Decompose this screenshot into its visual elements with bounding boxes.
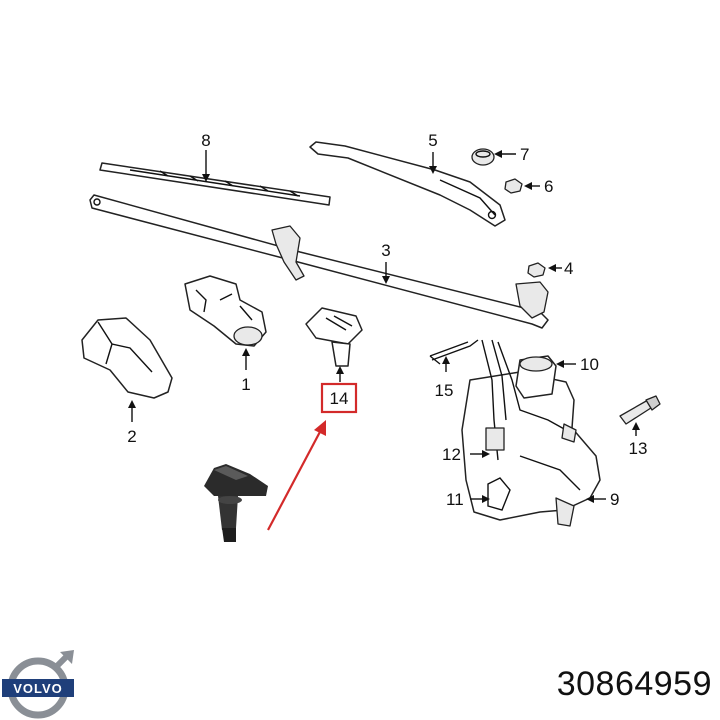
callout-13: 13 (629, 439, 648, 458)
nut-part (527, 262, 546, 278)
callout-5: 5 (428, 131, 437, 150)
arrow-7 (494, 150, 502, 158)
callout-3: 3 (381, 241, 390, 260)
volvo-logo: VOLVO (2, 650, 74, 719)
arrow-8 (202, 174, 210, 182)
washer-reservoir-part (429, 339, 601, 527)
callout-2: 2 (127, 427, 136, 446)
highlight-arrowhead (314, 420, 326, 436)
callout-11: 11 (446, 490, 464, 509)
callout-14: 14 (330, 389, 349, 408)
sensor-part (619, 395, 661, 425)
highlight-box-14 (320, 382, 358, 414)
arrow-11 (482, 495, 490, 503)
callout-7: 7 (520, 145, 529, 164)
cap-part (471, 148, 495, 166)
arrow-6 (524, 182, 532, 190)
wiper-motor-part (184, 275, 267, 347)
washer-nozzle-part (305, 307, 363, 367)
callout-4: 4 (564, 259, 573, 278)
part-number: 30864959 (556, 665, 712, 703)
callout-9: 9 (610, 490, 619, 509)
arrow-15 (442, 356, 450, 364)
nut-part (504, 178, 523, 194)
callout-10: 10 (580, 355, 599, 374)
callout-15: 15 (435, 381, 454, 400)
callout-8: 8 (201, 131, 210, 150)
arrow-9 (586, 495, 594, 503)
arrow-4 (548, 264, 556, 272)
callout-1: 1 (241, 375, 250, 394)
arrow-2 (128, 400, 136, 408)
callout-6: 6 (544, 177, 553, 196)
wiper-linkage-part (89, 194, 549, 329)
arrow-3 (382, 276, 390, 284)
arrow-14 (336, 366, 344, 374)
highlight-arrow (267, 427, 323, 531)
arrow-1 (242, 348, 250, 356)
arrow-10 (556, 360, 564, 368)
cover-part (81, 317, 173, 399)
arrow-12 (482, 450, 490, 458)
arrow-5 (429, 166, 437, 174)
washer-nozzle-photo (204, 464, 268, 542)
wiper-blade-part (99, 162, 331, 206)
callout-12: 12 (442, 445, 461, 464)
logo-text: VOLVO (13, 681, 63, 696)
arrow-13 (632, 422, 640, 430)
wiper-arm-part (309, 141, 506, 227)
